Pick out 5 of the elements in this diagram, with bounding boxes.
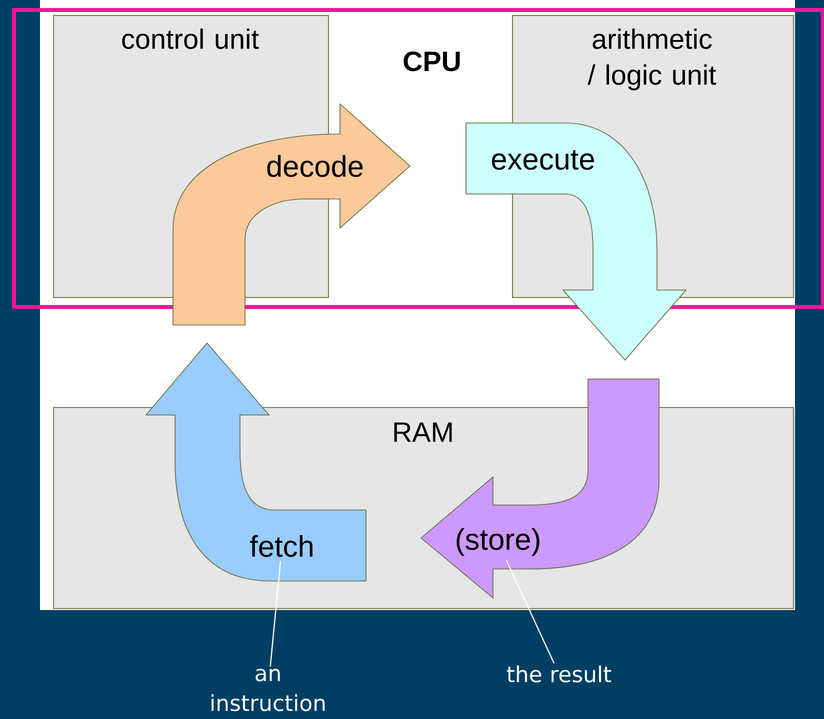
- leader-line: [506, 560, 555, 664]
- leader-line: [270, 561, 282, 667]
- note-text: the result: [506, 666, 612, 682]
- frame-title: CPU: [404, 52, 460, 72]
- note-text: an instruction: [212, 668, 325, 712]
